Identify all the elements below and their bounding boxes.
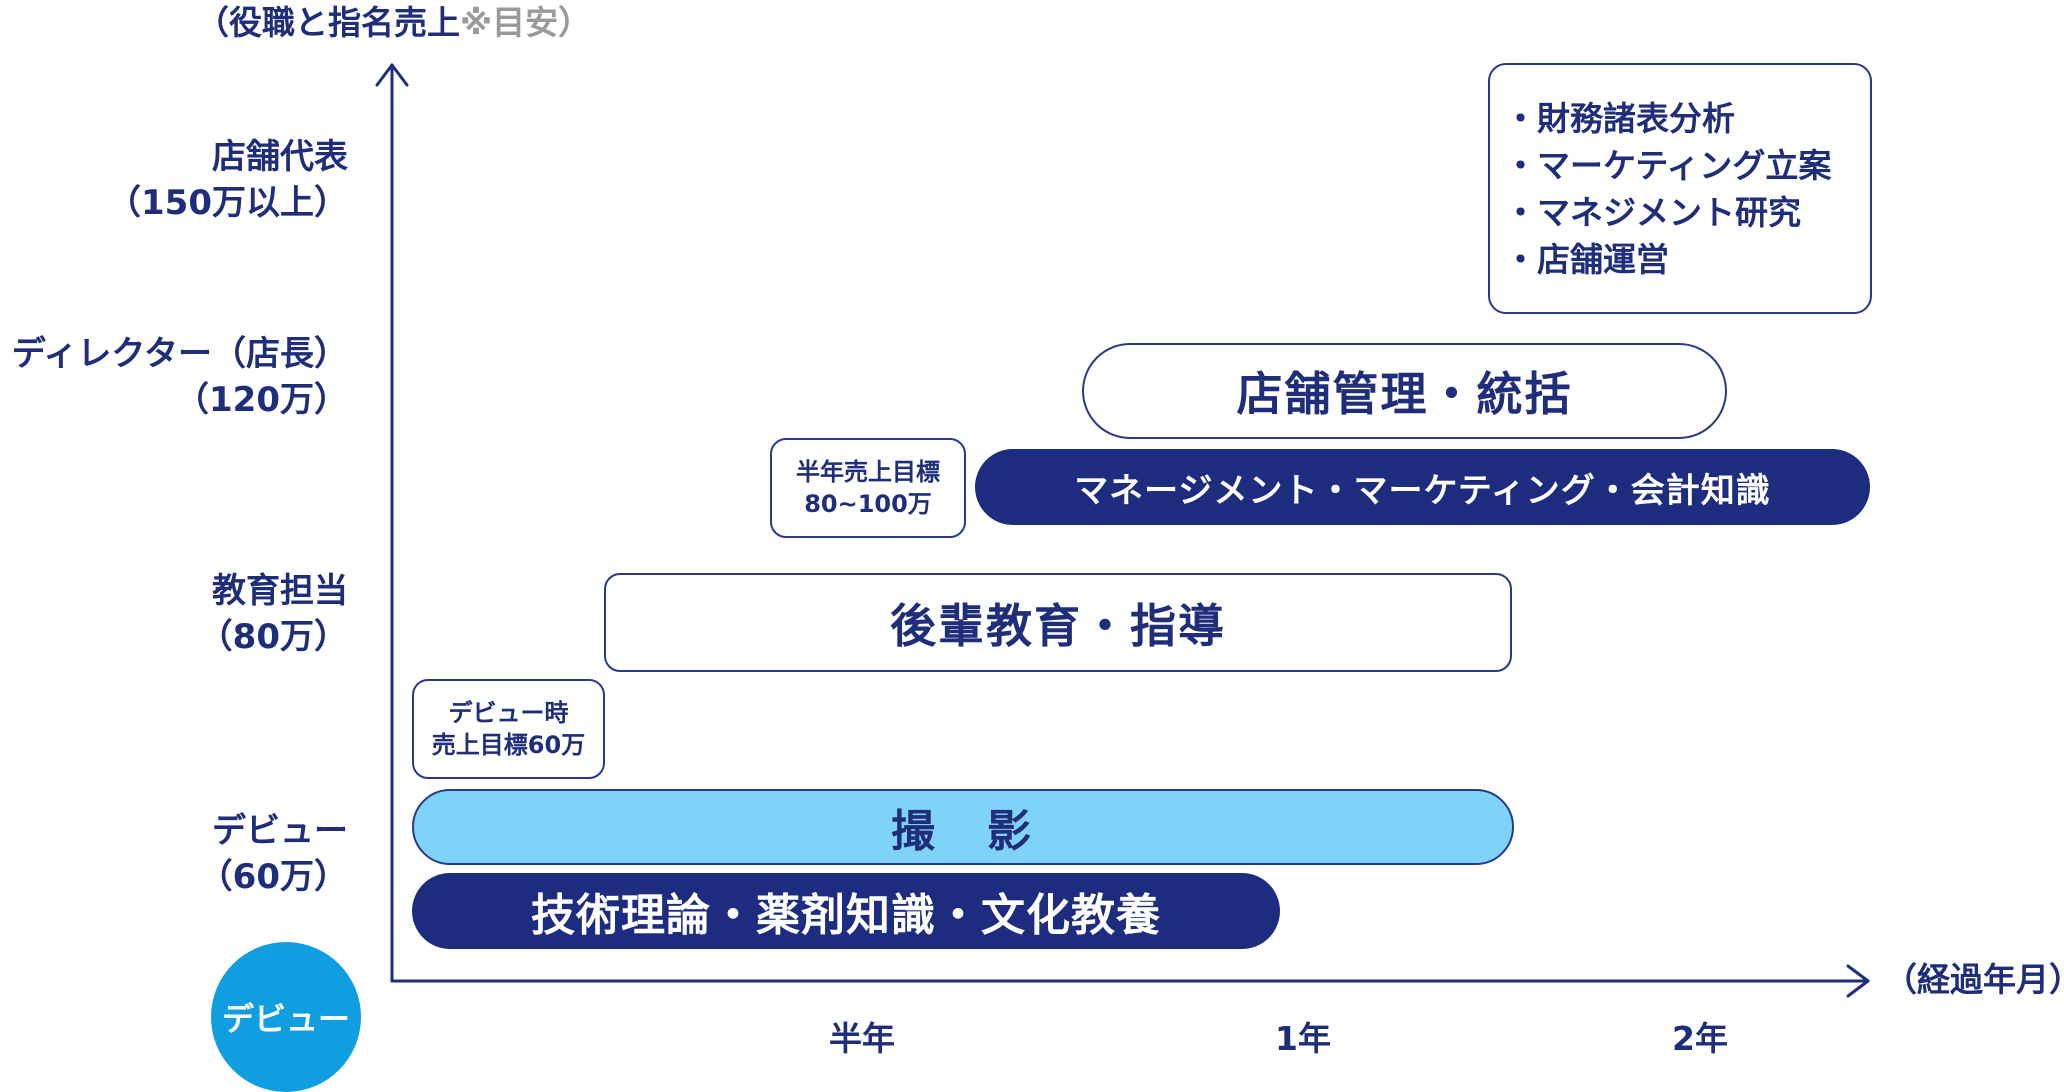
skill-item: ・財務諸表分析 bbox=[1504, 99, 1735, 138]
bar-management-marketing: マネージメント・マーケティング・会計知識 bbox=[975, 449, 1870, 525]
debut-start-badge: デビュー bbox=[211, 942, 361, 1092]
y-axis-title-note: ※目安） bbox=[460, 3, 592, 42]
x-tick-1-year: 1年 bbox=[1275, 1019, 1331, 1058]
level-debut: デビュー （60万） bbox=[199, 808, 348, 900]
y-axis-arrowhead bbox=[375, 63, 409, 87]
level-label: 教育担当 bbox=[212, 571, 348, 611]
bar-photography: 撮 影 bbox=[412, 789, 1514, 865]
x-axis-title: （経過年月） bbox=[1884, 960, 2064, 999]
skill-item: ・マネジメント研究 bbox=[1504, 193, 1801, 232]
level-sales: （60万） bbox=[198, 857, 348, 897]
level-store-representative: 店舗代表 （150万以上） bbox=[107, 134, 348, 226]
x-tick-half-year: 半年 bbox=[829, 1019, 895, 1058]
level-sales: （150万以上） bbox=[107, 183, 348, 223]
note-line: 売上目標60万 bbox=[431, 731, 586, 759]
level-label: ディレクター（店長） bbox=[11, 334, 348, 374]
bar-technical-theory: 技術理論・薬剤知識・文化教養 bbox=[412, 873, 1280, 949]
y-axis-title-main: （役職と指名売上 bbox=[196, 3, 460, 42]
x-axis-arrowhead bbox=[1846, 964, 1870, 998]
level-sales: （120万） bbox=[175, 380, 348, 420]
note-half-year-target: 半年売上目標 80~100万 bbox=[770, 438, 966, 538]
level-director: ディレクター（店長） （120万） bbox=[12, 331, 348, 423]
note-debut-target: デビュー時 売上目標60万 bbox=[412, 679, 605, 779]
level-label: 店舗代表 bbox=[212, 137, 348, 177]
skill-item: ・マーケティング立案 bbox=[1504, 146, 1832, 185]
skill-item: ・店舗運営 bbox=[1504, 240, 1669, 279]
note-line: 半年売上目標 bbox=[796, 458, 940, 486]
skills-list-box: ・財務諸表分析 ・マーケティング立案 ・マネジメント研究 ・店舗運営 bbox=[1488, 63, 1872, 314]
level-education: 教育担当 （80万） bbox=[199, 568, 348, 660]
bar-junior-education: 後輩教育・指導 bbox=[604, 573, 1512, 672]
bar-store-management: 店舗管理・統括 bbox=[1082, 343, 1727, 439]
y-axis-title: （役職と指名売上※目安） bbox=[196, 0, 591, 46]
note-line: 80~100万 bbox=[804, 490, 932, 518]
x-tick-2-year: 2年 bbox=[1672, 1019, 1728, 1058]
level-sales: （80万） bbox=[198, 617, 348, 657]
level-label: デビュー bbox=[212, 811, 348, 851]
note-line: デビュー時 bbox=[448, 699, 569, 727]
